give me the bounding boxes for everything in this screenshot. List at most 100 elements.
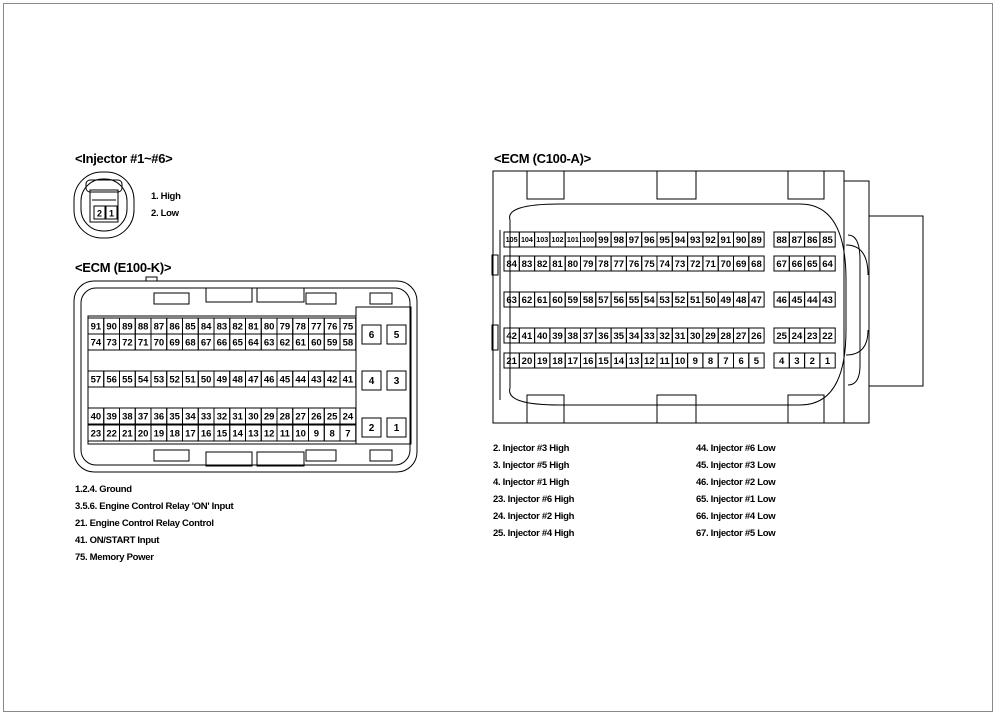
e100k-pin-11: 11 (280, 428, 291, 439)
c100a-pin-15: 15 (598, 356, 609, 367)
c100a-note-right-5: 66. Injector #4 Low (696, 511, 776, 522)
e100k-pin-41: 41 (343, 374, 354, 385)
c100a-pin-25: 25 (776, 331, 787, 342)
c100a-pin-84: 84 (506, 259, 517, 270)
e100k-pin-48: 48 (232, 374, 243, 385)
e100k-pin-9: 9 (314, 428, 319, 439)
e100k-pin-90: 90 (106, 321, 117, 332)
c100a-pin-57: 57 (598, 295, 609, 306)
e100k-pin-4: 4 (369, 376, 375, 387)
injector-pin-1: 1 (109, 209, 114, 219)
injector-pins: 2 1 (93, 205, 118, 220)
e100k-pin-4-box (361, 370, 382, 391)
ecm-e100k-title: <ECM (E100-K)> (75, 260, 172, 275)
c100a-pin-85: 85 (822, 235, 833, 246)
c100a-pin-89: 89 (751, 235, 762, 246)
c100a-pin-43-box (819, 291, 836, 308)
c100a-pin-68-box (748, 255, 765, 272)
c100a-pin-34: 34 (629, 331, 640, 342)
e100k-pin-52: 52 (169, 374, 180, 385)
e100k-pin-86: 86 (169, 321, 180, 332)
c100a-pin-45: 45 (792, 295, 803, 306)
c100a-pin-78: 78 (598, 259, 609, 270)
c100a-pin-64-box (819, 255, 836, 272)
c100a-note-left-1: 2. Injector #3 High (493, 443, 570, 454)
c100a-pin-99: 99 (598, 235, 609, 246)
e100k-pin-38: 38 (122, 411, 133, 422)
c100a-pin-12: 12 (644, 356, 655, 367)
c100a-pin-17: 17 (568, 356, 579, 367)
c100a-pin-83: 83 (522, 259, 533, 270)
e100k-pin-6-box (361, 324, 382, 345)
e100k-pin-2-box (361, 417, 382, 438)
c100a-pin-26-box (748, 327, 765, 344)
c100a-pin-55: 55 (629, 295, 640, 306)
e100k-pin-7-box (339, 424, 357, 442)
e100k-pin-80: 80 (264, 321, 275, 332)
c100a-pin-24: 24 (792, 331, 803, 342)
e100k-pin-43: 43 (311, 374, 322, 385)
c100a-pin-21: 21 (506, 356, 517, 367)
e100k-pin-29: 29 (264, 411, 275, 422)
e100k-pin-78: 78 (295, 321, 306, 332)
c100a-pin-89-box (748, 231, 765, 248)
c100a-note-left-3: 4. Injector #1 High (493, 477, 570, 488)
c100a-pin-7: 7 (723, 356, 728, 367)
c100a-pin-92: 92 (705, 235, 716, 246)
c100a-pin-72: 72 (690, 259, 701, 270)
c100a-note-right-3: 46. Injector #2 Low (696, 477, 776, 488)
c100a-pin-60: 60 (552, 295, 563, 306)
c100a-pin-50: 50 (705, 295, 716, 306)
c100a-pin-74: 74 (659, 259, 670, 270)
e100k-pin-28: 28 (280, 411, 291, 422)
e100k-pin-36: 36 (154, 411, 165, 422)
e100k-pin-34: 34 (185, 411, 196, 422)
e100k-pin-70: 70 (154, 337, 165, 348)
e100k-pin-68: 68 (185, 337, 196, 348)
c100a-pin-48: 48 (736, 295, 747, 306)
e100k-pin-77: 77 (311, 321, 322, 332)
e100k-pin-17: 17 (185, 428, 196, 439)
c100a-pin-6: 6 (739, 356, 744, 367)
e100k-pin-71: 71 (138, 337, 149, 348)
c100a-connector-body (491, 170, 924, 424)
c100a-pin-5-box (748, 352, 765, 369)
e100k-pin-1-box (386, 417, 407, 438)
c100a-pin-40: 40 (537, 331, 548, 342)
c100a-pin-82: 82 (537, 259, 548, 270)
c100a-pin-36: 36 (598, 331, 609, 342)
c100a-pin-27: 27 (736, 331, 747, 342)
c100a-pin-33: 33 (644, 331, 655, 342)
c100a-note-left-4: 23. Injector #6 High (493, 494, 575, 505)
e100k-pin-35: 35 (169, 411, 180, 422)
e100k-pin-3-box (386, 370, 407, 391)
e100k-pin-58: 58 (343, 337, 354, 348)
c100a-pin-2: 2 (810, 356, 815, 367)
c100a-pin-31: 31 (675, 331, 686, 342)
c100a-pin-43: 43 (822, 295, 833, 306)
e100k-pin-26: 26 (311, 411, 322, 422)
e100k-pin-88: 88 (138, 321, 149, 332)
e100k-note-3: 21. Engine Control Relay Control (75, 518, 214, 529)
c100a-pin-5: 5 (754, 356, 760, 367)
injector-title: <Injector #1~#6> (75, 151, 173, 166)
e100k-pin-6: 6 (369, 330, 375, 341)
e100k-pin-18: 18 (169, 428, 180, 439)
e100k-pin-13: 13 (248, 428, 259, 439)
e100k-pin-10: 10 (295, 428, 306, 439)
e100k-pin-46: 46 (264, 374, 275, 385)
c100a-pin-62: 62 (522, 295, 533, 306)
c100a-pin-96: 96 (644, 235, 655, 246)
e100k-pin-1: 1 (394, 423, 400, 434)
c100a-pin-9: 9 (693, 356, 698, 367)
c100a-pin-28: 28 (721, 331, 732, 342)
c100a-pin-56: 56 (613, 295, 624, 306)
c100a-pin-100: 100 (582, 235, 594, 244)
e100k-pin-25: 25 (327, 411, 338, 422)
e100k-pin-57: 57 (91, 374, 102, 385)
e100k-pin-8: 8 (329, 428, 334, 439)
c100a-note-left-2: 3. Injector #5 High (493, 460, 570, 471)
e100k-pin-23: 23 (91, 428, 102, 439)
